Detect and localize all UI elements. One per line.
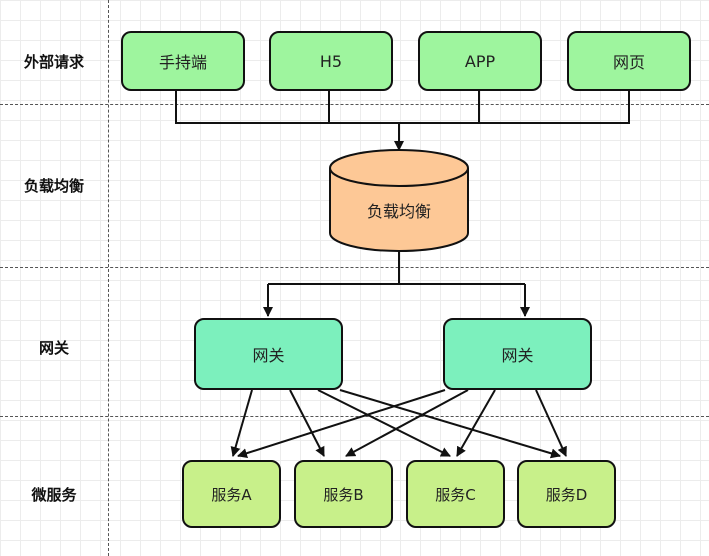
- service-node-c: 服务C: [406, 460, 505, 528]
- request-node-app: APP: [418, 31, 542, 91]
- request-connector: [175, 91, 630, 151]
- service-node-b: 服务B: [294, 460, 393, 528]
- service-connector: [230, 389, 567, 459]
- service-node-a: 服务A: [182, 460, 281, 528]
- lane-label-external: 外部请求: [23, 53, 84, 71]
- lane-divider-1: [0, 104, 709, 105]
- gateway-node-2: 网关: [443, 318, 592, 390]
- lane-divider-3: [0, 416, 709, 417]
- request-node-handheld: 手持端: [121, 31, 245, 91]
- lane-divider-2: [0, 267, 709, 268]
- gateway-connector: [263, 251, 530, 317]
- gateway-node-1: 网关: [194, 318, 343, 390]
- load-balancer-label: 负载均衡: [366, 202, 431, 221]
- service-node-d: 服务D: [517, 460, 616, 528]
- request-node-h5: H5: [269, 31, 393, 91]
- lane-label-load-balancing: 负载均衡: [23, 177, 84, 195]
- request-node-web: 网页: [567, 31, 691, 91]
- lane-label-gateway: 网关: [38, 339, 69, 357]
- load-balancer-cylinder: [329, 149, 469, 252]
- lane-divider-vertical: [108, 0, 109, 556]
- lane-label-microservices: 微服务: [31, 486, 77, 504]
